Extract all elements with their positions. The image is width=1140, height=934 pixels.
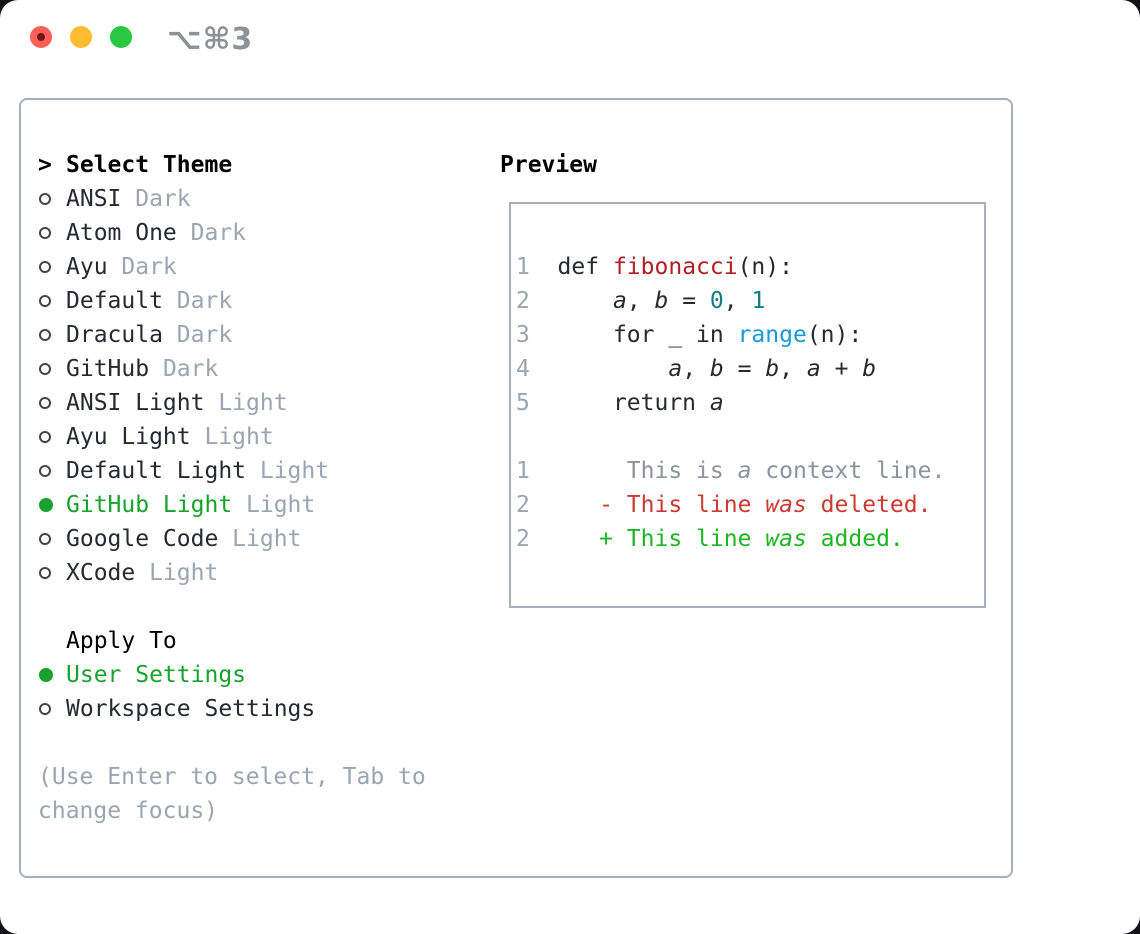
hint-text-line1: (Use Enter to select, Tab to <box>38 764 426 790</box>
radio-icon <box>39 431 51 443</box>
preview-pane: 1 def fibonacci(n): 2 a, b = 0, 1 3 for … <box>509 202 986 608</box>
radio-selected-icon <box>39 498 53 512</box>
radio-icon <box>39 567 51 579</box>
radio-icon <box>39 261 51 273</box>
code-line: 5 return a <box>516 390 724 416</box>
radio-icon <box>39 465 51 477</box>
radio-icon <box>39 363 51 375</box>
radio-icon <box>39 703 51 715</box>
radio-icon <box>39 295 51 307</box>
select-theme-header: > Select Theme <box>38 148 498 182</box>
apply-to-header: Apply To <box>66 628 177 654</box>
radio-icon <box>39 193 51 205</box>
preview-heading: Preview <box>500 152 597 178</box>
diff-context-line: 1 This is a context line. <box>516 458 946 484</box>
minimize-button[interactable] <box>70 26 92 48</box>
radio-icon <box>39 533 51 545</box>
radio-icon <box>39 397 51 409</box>
radio-selected-icon <box>39 668 53 682</box>
sidebar-heading: Select Theme <box>66 152 233 178</box>
spacer-row <box>38 726 498 760</box>
code-line: 2 a, b = 0, 1 <box>516 288 766 314</box>
code-line: 3 for _ in range(n): <box>516 322 863 348</box>
spacer-row <box>38 590 498 624</box>
window-title: ⌥⌘3 <box>167 22 254 57</box>
diff-added-line: 2 + This line was added. <box>516 526 904 552</box>
radio-icon <box>39 329 51 341</box>
close-dot-icon <box>37 33 45 41</box>
apply-option-workspace-settings[interactable]: Workspace Settings <box>38 692 498 726</box>
radio-icon <box>39 227 51 239</box>
apply-option-user-settings[interactable]: User Settings <box>38 658 498 692</box>
titlebar: ⌥⌘3 <box>0 0 1140 74</box>
prompt-caret-icon: > <box>38 152 52 178</box>
hint-text-line2: change focus) <box>38 798 219 824</box>
diff-deleted-line: 2 - This line was deleted. <box>516 492 932 518</box>
zoom-button[interactable] <box>110 26 132 48</box>
close-button[interactable] <box>30 26 52 48</box>
code-line: 4 a, b = b, a + b <box>516 356 877 382</box>
code-line: 1 def fibonacci(n): <box>516 254 793 280</box>
code-line-blank <box>516 420 984 454</box>
